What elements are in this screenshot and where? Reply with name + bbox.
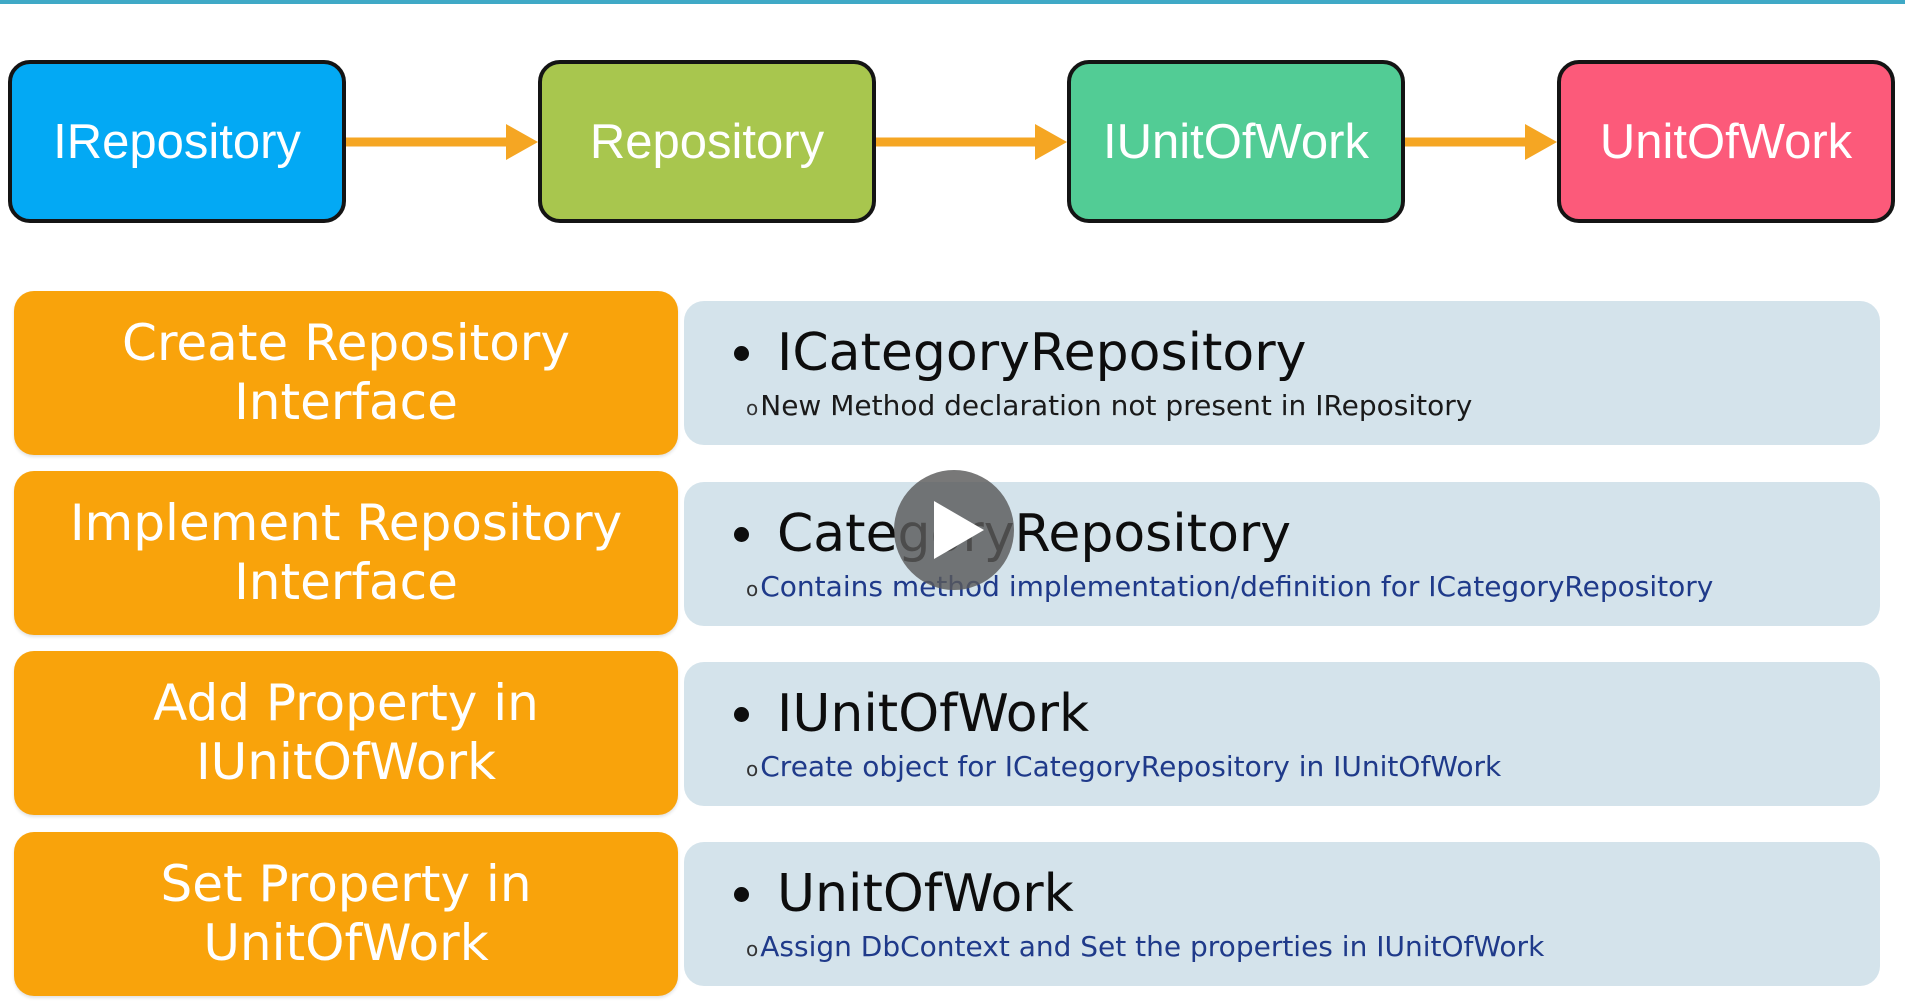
flow-box-label: UnitOfWork bbox=[1599, 114, 1853, 169]
step-detail-panel: ICategoryRepository o New Method declara… bbox=[684, 301, 1880, 445]
step-label-implement-repository-interface: Implement Repository Interface bbox=[14, 471, 678, 635]
step-label-set-property-in-unitofwork: Set Property in UnitOfWork bbox=[14, 832, 678, 996]
sub-bullet-marker: o bbox=[746, 396, 759, 420]
flow-box-irepository: IRepository bbox=[8, 60, 346, 223]
step-detail-subtitle-row: o Create object for ICategoryRepository … bbox=[746, 750, 1501, 783]
play-icon bbox=[934, 501, 984, 559]
bullet-dot-icon bbox=[734, 345, 749, 361]
step-detail-subtitle: Assign DbContext and Set the properties … bbox=[760, 930, 1545, 963]
step-detail-subtitle: Create object for ICategoryRepository in… bbox=[760, 750, 1502, 783]
step-detail-panel: CategoryRepository o Contains method imp… bbox=[684, 482, 1880, 626]
sub-bullet-marker: o bbox=[746, 937, 759, 961]
bullet-dot-icon bbox=[734, 526, 749, 542]
bullet-dot-icon bbox=[734, 886, 749, 902]
step-detail-title: UnitOfWork bbox=[777, 864, 1074, 924]
step-detail-bullet: ICategoryRepository bbox=[734, 321, 1306, 385]
flow-box-repository: Repository bbox=[538, 60, 876, 223]
step-detail-title: CategoryRepository bbox=[777, 504, 1292, 564]
flow-box-label: Repository bbox=[589, 114, 825, 169]
step-detail-subtitle: Contains method implementation/definitio… bbox=[760, 570, 1714, 603]
step-detail-subtitle-row: o Assign DbContext and Set the propertie… bbox=[746, 930, 1544, 963]
step-detail-panel: UnitOfWork o Assign DbContext and Set th… bbox=[684, 842, 1880, 986]
step-detail-subtitle-row: o New Method declaration not present in … bbox=[746, 389, 1472, 422]
step-detail-bullet: IUnitOfWork bbox=[734, 682, 1089, 746]
step-detail-subtitle: New Method declaration not present in IR… bbox=[760, 389, 1473, 422]
step-label-create-repository-interface: Create Repository Interface bbox=[14, 291, 678, 455]
sub-bullet-marker: o bbox=[746, 577, 759, 601]
flow-box-unitofwork: UnitOfWork bbox=[1557, 60, 1895, 223]
step-detail-panel: IUnitOfWork o Create object for ICategor… bbox=[684, 662, 1880, 806]
sub-bullet-marker: o bbox=[746, 757, 759, 781]
arrow-right-icon bbox=[346, 124, 538, 160]
top-rule bbox=[0, 0, 1905, 4]
arrow-right-icon bbox=[1405, 124, 1557, 160]
bullet-dot-icon bbox=[734, 706, 749, 722]
step-detail-bullet: CategoryRepository bbox=[734, 502, 1291, 566]
arrow-right-icon bbox=[876, 124, 1067, 160]
step-detail-title: IUnitOfWork bbox=[777, 684, 1090, 744]
step-label-add-property-in-iunitofwork: Add Property in IUnitOfWork bbox=[14, 651, 678, 815]
flow-box-iunitofwork: IUnitOfWork bbox=[1067, 60, 1405, 223]
step-detail-subtitle-row: o Contains method implementation/definit… bbox=[746, 570, 1713, 603]
step-detail-bullet: UnitOfWork bbox=[734, 862, 1074, 926]
flow-box-label: IRepository bbox=[53, 114, 301, 169]
play-button[interactable] bbox=[894, 470, 1014, 590]
flow-box-label: IUnitOfWork bbox=[1103, 114, 1369, 169]
step-detail-title: ICategoryRepository bbox=[777, 323, 1307, 383]
